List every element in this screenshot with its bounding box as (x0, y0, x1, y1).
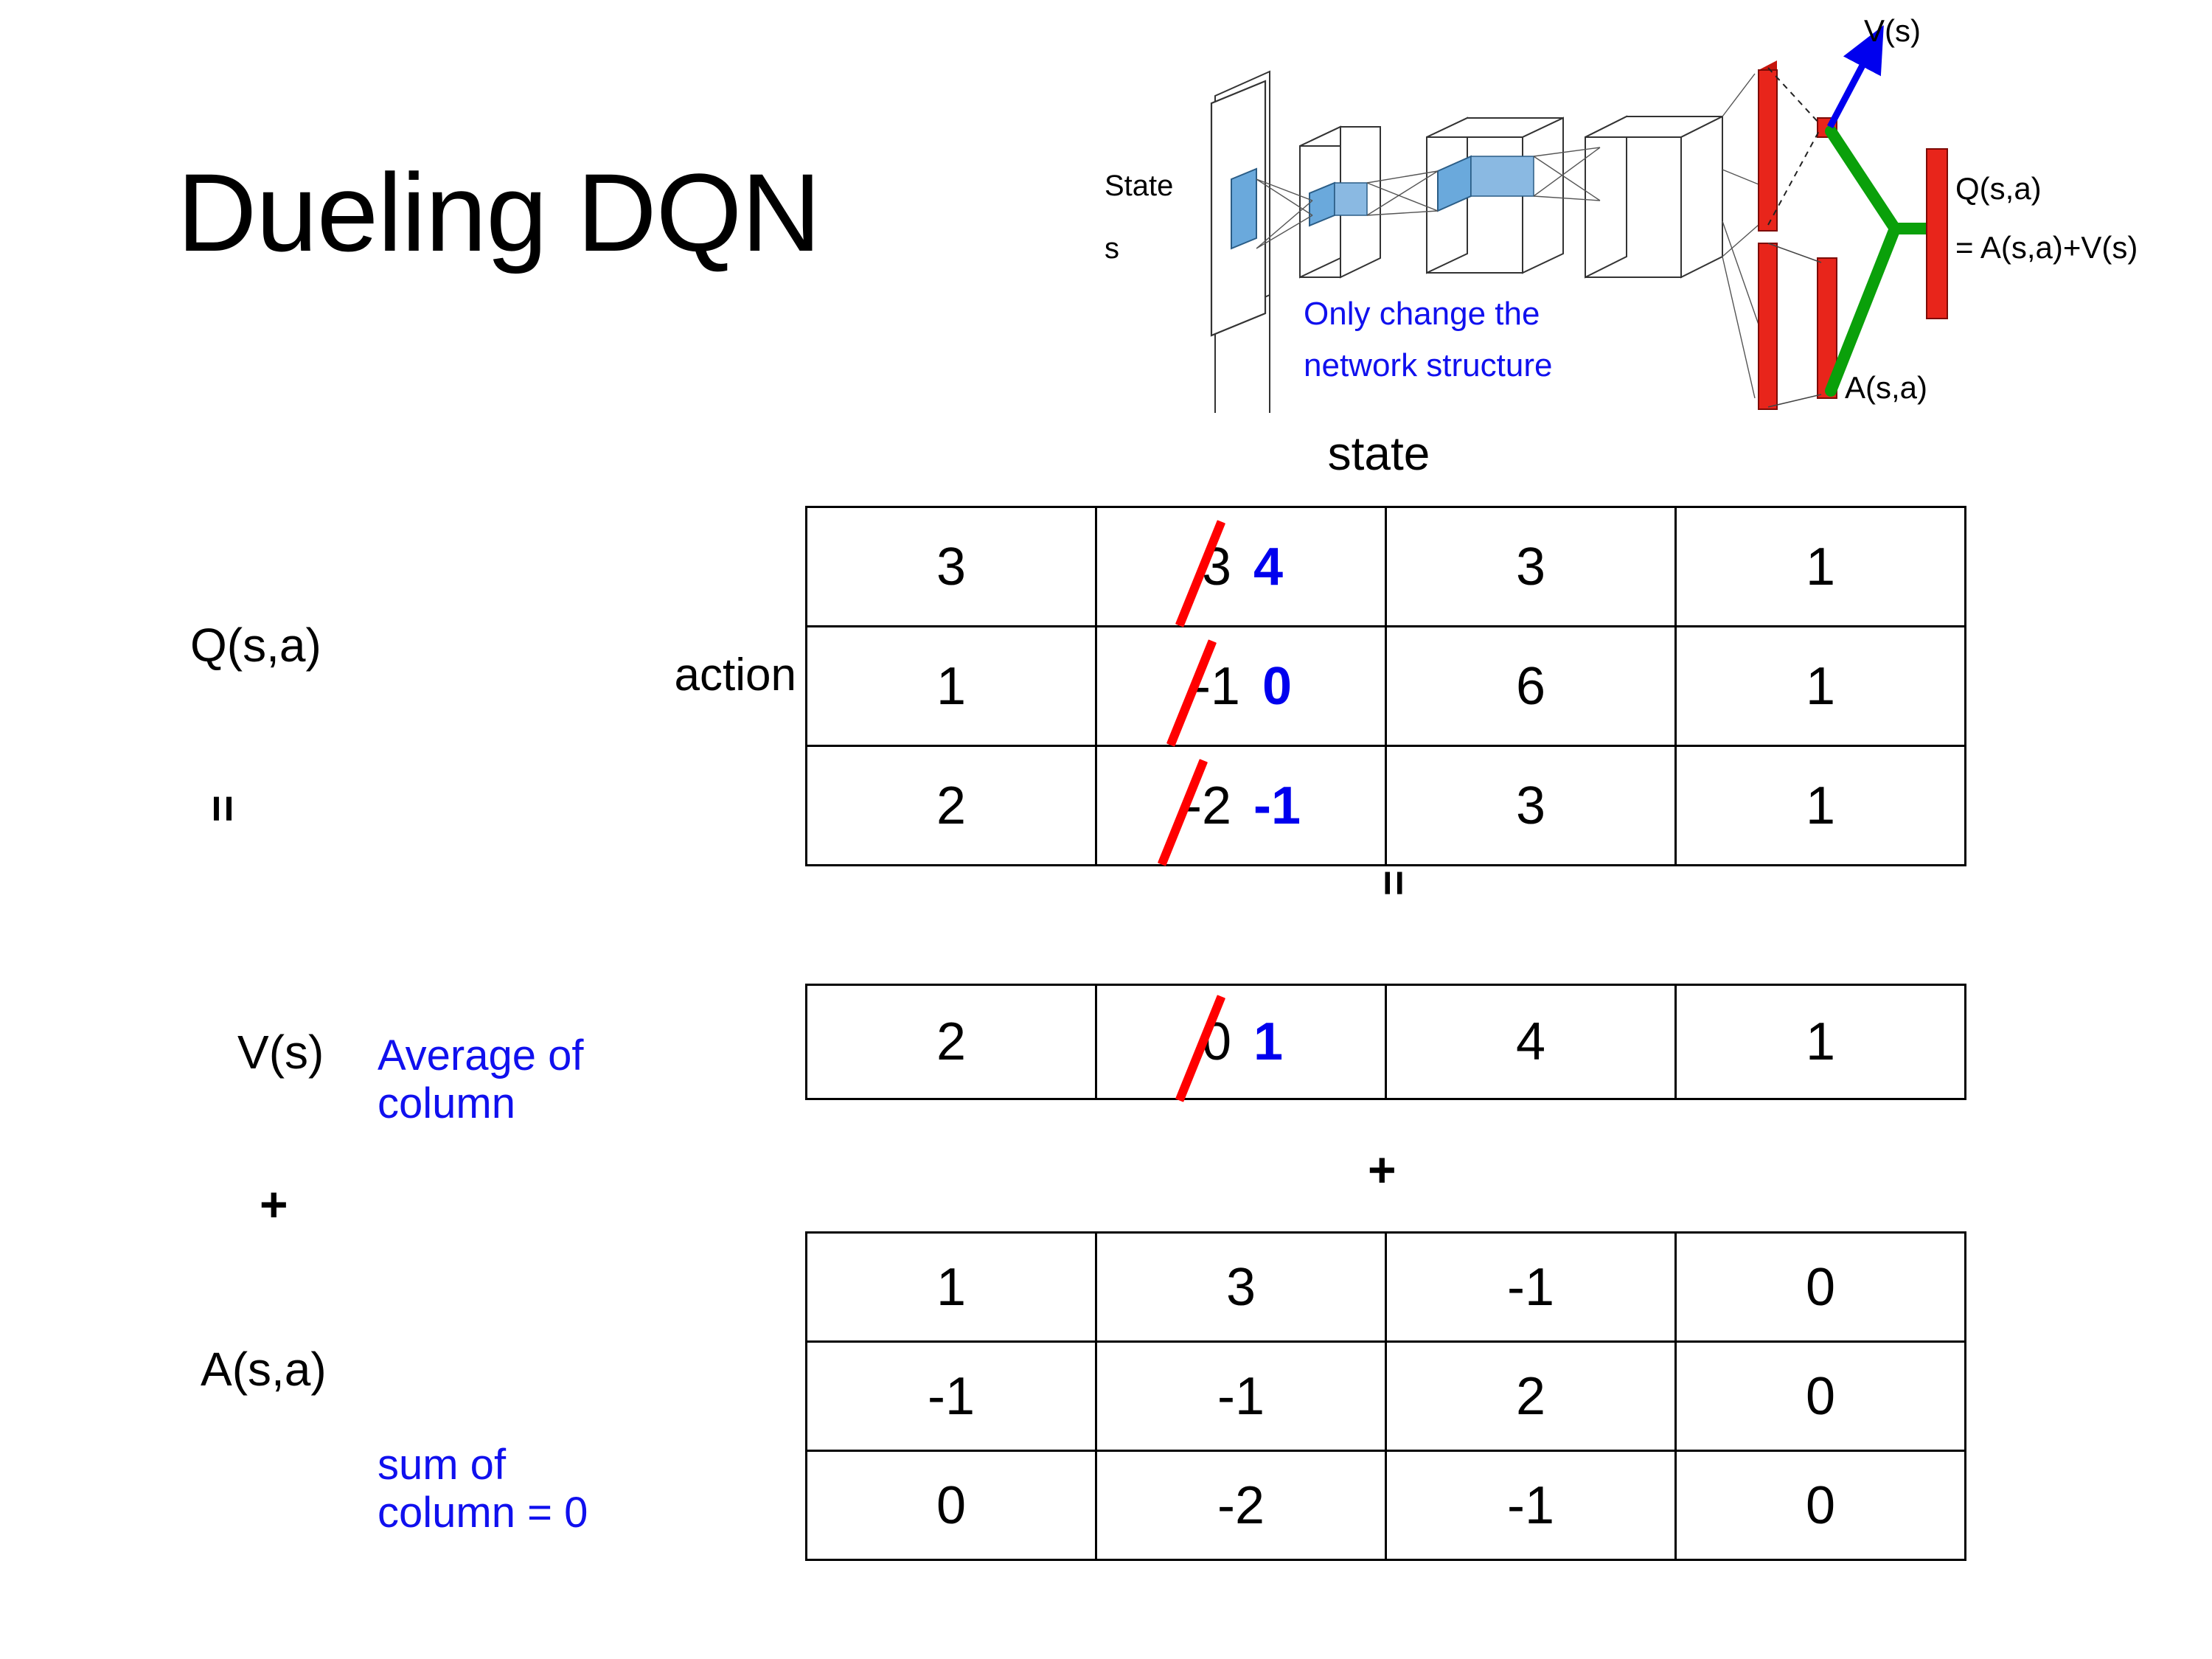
equals-sign-left: = (197, 795, 250, 823)
q-cell-r2c0: 2 (805, 745, 1097, 866)
q-cell-r0c3: 1 (1674, 506, 1966, 627)
plus-sign-left: + (260, 1177, 288, 1231)
diagram-note-line1: Only change the (1304, 296, 1540, 332)
action-axis-label: action (674, 650, 796, 700)
v-function-label: V(s) (237, 1026, 324, 1079)
diagram-asa-label: A(s,a) (1845, 370, 1927, 405)
a-cell-r0c3: 0 (1674, 1231, 1966, 1343)
a-cell-r2c1: -2 (1095, 1450, 1387, 1561)
new-value: 4 (1253, 537, 1284, 597)
q-cell-r2c3: 1 (1674, 745, 1966, 866)
plus-sign-between-v-and-a: + (1368, 1142, 1397, 1197)
diagram-note-line2: network structure (1304, 347, 1552, 383)
q-cell-r2c2: 3 (1385, 745, 1677, 866)
average-note-line2: column (378, 1079, 515, 1127)
q-cell-r1c3: 1 (1674, 625, 1966, 747)
dueling-network-diagram: State s V(s) A(s,a) Q(s,a) = A(s,a)+V(s)… (1091, 0, 2212, 413)
diagram-state-label-line1: State (1105, 170, 1173, 202)
a-cell-r1c0: -1 (805, 1340, 1097, 1452)
table-row: 1 3 -1 0 (805, 1231, 1966, 1343)
q-cell-r0c2: 3 (1385, 506, 1677, 627)
new-value: 1 (1253, 1012, 1284, 1071)
a-function-label: A(s,a) (201, 1343, 327, 1396)
v-cell-r0c0: 2 (805, 984, 1097, 1100)
diagram-vs-label: V(s) (1864, 13, 1921, 48)
a-cell-r1c3: 0 (1674, 1340, 1966, 1452)
table-row: 2 -2 -1 3 1 (805, 745, 1966, 866)
state-axis-label: state (1327, 427, 1430, 480)
a-cell-r2c0: 0 (805, 1450, 1097, 1561)
struck-old-value: -1 (1190, 656, 1243, 717)
a-cell-r0c2: -1 (1385, 1231, 1677, 1343)
table-row: 0 -2 -1 0 (805, 1450, 1966, 1561)
table-row: 1 -1 0 6 1 (805, 625, 1966, 747)
table-row: -1 -1 2 0 (805, 1340, 1966, 1452)
diagram-qsa-label-line1: Q(s,a) (1955, 171, 2042, 206)
q-cell-r2c1: -2 -1 (1095, 745, 1387, 866)
a-cell-r0c0: 1 (805, 1231, 1097, 1343)
diagram-state-label-line2: s (1105, 232, 1119, 265)
sum-note-line2: column = 0 (378, 1488, 588, 1537)
a-cell-r2c2: -1 (1385, 1450, 1677, 1561)
advantage-table: 1 3 -1 0 -1 -1 2 0 0 -2 -1 0 (805, 1231, 1966, 1561)
average-note-line1: Average of (378, 1032, 584, 1079)
q-cell-r1c1: -1 0 (1095, 625, 1387, 747)
new-value: 0 (1262, 656, 1293, 716)
edited-value: -2 -1 (1181, 776, 1301, 836)
new-value: -1 (1253, 776, 1301, 835)
struck-old-value: 3 (1199, 537, 1234, 597)
a-cell-r0c1: 3 (1095, 1231, 1387, 1343)
average-of-column-note: Average of column (378, 1032, 724, 1128)
struck-old-value: -2 (1181, 776, 1234, 836)
q-cell-r0c0: 3 (805, 506, 1097, 627)
v-cell-r0c3: 1 (1674, 984, 1966, 1100)
page-title: Dueling DQN (177, 150, 821, 274)
q-cell-r1c0: 1 (805, 625, 1097, 747)
a-cell-r2c3: 0 (1674, 1450, 1966, 1561)
a-cell-r1c1: -1 (1095, 1340, 1387, 1452)
a-cell-r1c2: 2 (1385, 1340, 1677, 1452)
edited-value: -1 0 (1190, 656, 1292, 717)
equals-sign-between-q-and-v: = (1369, 870, 1419, 897)
sum-note-line1: sum of (378, 1441, 507, 1489)
q-cell-r1c2: 6 (1385, 625, 1677, 747)
v-cell-r0c2: 4 (1385, 984, 1677, 1100)
q-function-label: Q(s,a) (190, 619, 321, 672)
struck-old-value: 0 (1199, 1012, 1234, 1072)
sum-of-column-note: sum of column = 0 (378, 1441, 761, 1537)
diagram-qsa-label-line2: = A(s,a)+V(s) (1955, 230, 2138, 265)
